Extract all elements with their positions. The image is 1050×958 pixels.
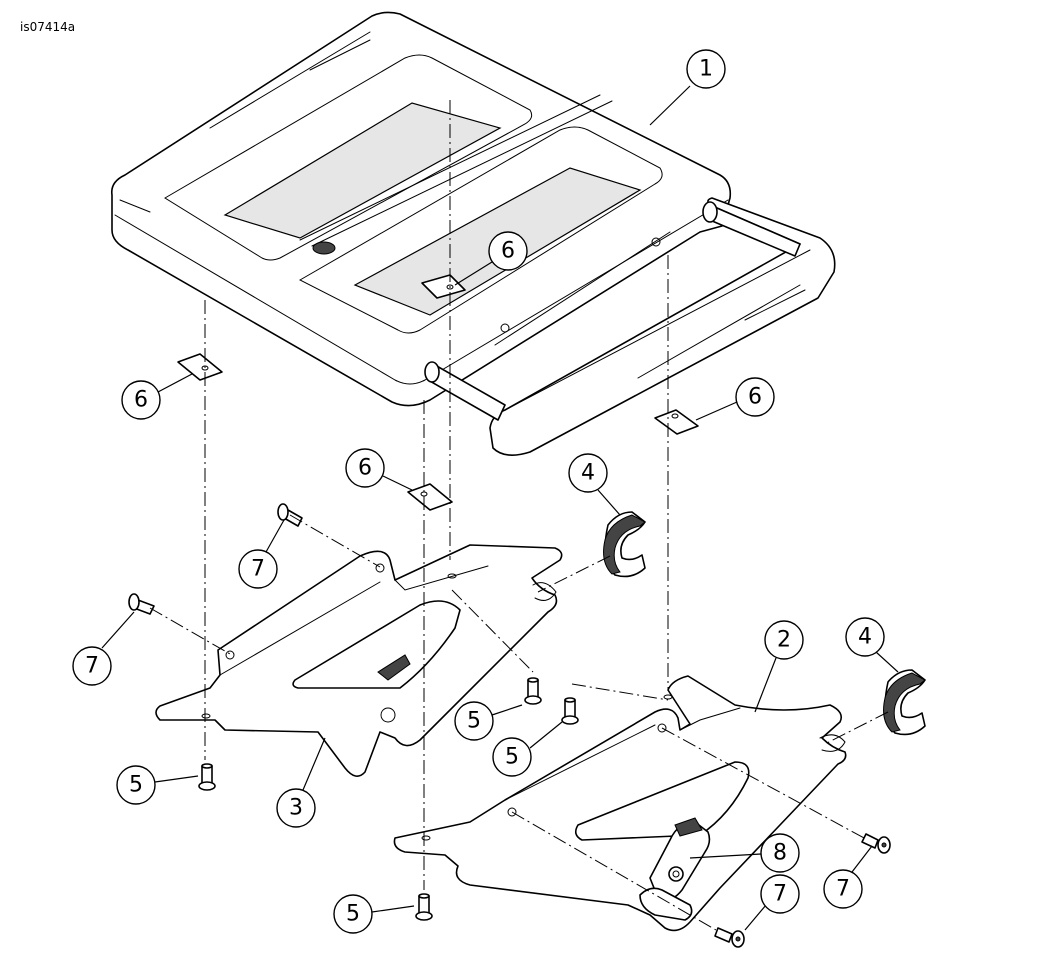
svg-text:3: 3 bbox=[289, 796, 303, 821]
callout-6-top: 6 bbox=[488, 231, 528, 271]
callout-7-right: 7 bbox=[823, 869, 863, 909]
svg-text:7: 7 bbox=[251, 557, 265, 582]
svg-text:6: 6 bbox=[358, 456, 372, 481]
assembly-lines bbox=[149, 100, 889, 931]
svg-text:5: 5 bbox=[346, 902, 360, 927]
screws bbox=[128, 503, 891, 948]
svg-text:8: 8 bbox=[773, 841, 787, 866]
svg-text:6: 6 bbox=[134, 388, 148, 413]
callout-5-d: 5 bbox=[333, 894, 373, 934]
luggage-rack bbox=[110, 11, 836, 456]
callout-4-left: 4 bbox=[568, 453, 608, 493]
mounting-bracket-right bbox=[393, 675, 847, 932]
svg-text:1: 1 bbox=[699, 57, 713, 82]
callouts: 1 2 3 4 4 5 5 5 5 6 6 6 6 7 7 7 7 bbox=[72, 49, 899, 934]
svg-text:4: 4 bbox=[858, 625, 872, 650]
svg-text:5: 5 bbox=[505, 745, 519, 770]
mounting-bracket-left bbox=[155, 544, 563, 777]
callout-5-b: 5 bbox=[454, 701, 494, 741]
callout-6-right: 6 bbox=[735, 377, 775, 417]
callout-6-left: 6 bbox=[121, 380, 161, 420]
drawing-id-label: is07414a bbox=[20, 20, 76, 34]
callout-8: 8 bbox=[760, 833, 800, 873]
callout-7-lower-left: 7 bbox=[72, 646, 112, 686]
svg-text:7: 7 bbox=[836, 877, 850, 902]
callout-6-middle: 6 bbox=[345, 448, 385, 488]
callout-2: 2 bbox=[764, 620, 804, 660]
svg-text:4: 4 bbox=[581, 461, 595, 486]
callout-5-c: 5 bbox=[492, 737, 532, 777]
callout-1: 1 bbox=[686, 49, 726, 89]
callout-7-bottom: 7 bbox=[760, 874, 800, 914]
spacers bbox=[177, 274, 699, 511]
callout-5-a: 5 bbox=[116, 765, 156, 805]
svg-text:2: 2 bbox=[777, 628, 791, 653]
svg-text:7: 7 bbox=[773, 882, 787, 907]
svg-text:6: 6 bbox=[748, 385, 762, 410]
svg-text:7: 7 bbox=[85, 654, 99, 679]
pins bbox=[198, 677, 579, 921]
svg-text:6: 6 bbox=[501, 239, 515, 264]
svg-text:5: 5 bbox=[129, 773, 143, 798]
callout-3: 3 bbox=[276, 788, 316, 828]
svg-text:5: 5 bbox=[467, 709, 481, 734]
bumpers bbox=[603, 511, 926, 736]
callout-7-upper-left: 7 bbox=[238, 549, 278, 589]
callout-4-right: 4 bbox=[845, 617, 885, 657]
